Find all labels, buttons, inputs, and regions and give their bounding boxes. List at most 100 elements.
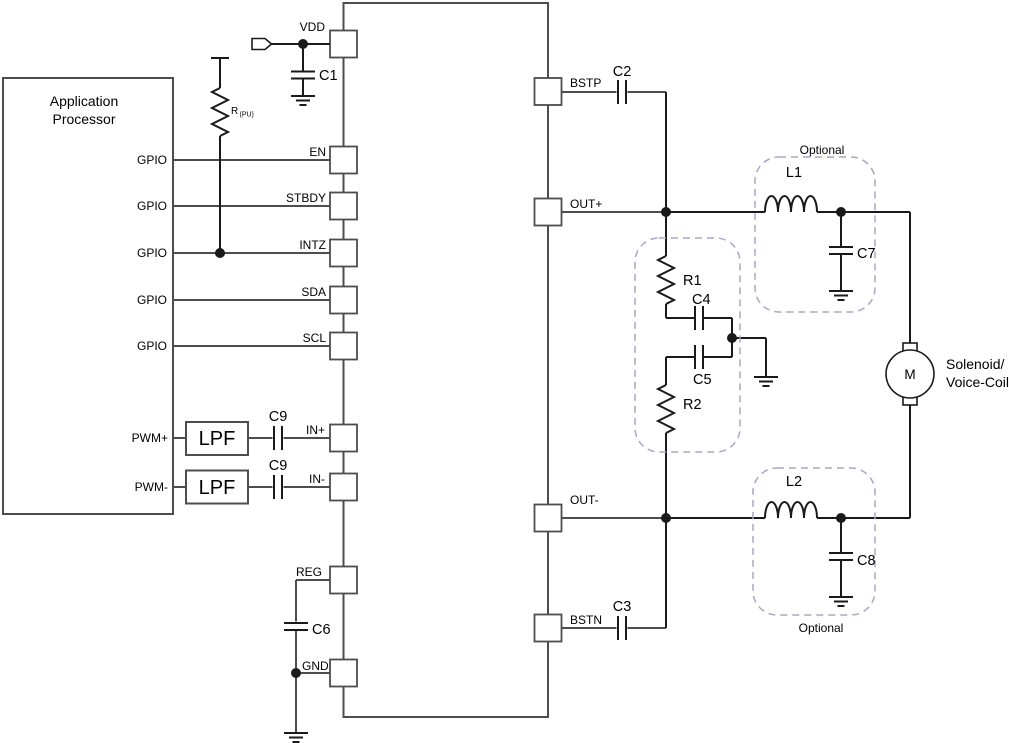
out-plus-run <box>666 211 911 343</box>
capacitor-c6 <box>284 622 308 631</box>
ground-symbol-gnd <box>284 732 308 743</box>
capacitor-c5 <box>694 345 704 369</box>
optional-label-bottom: Optional <box>799 621 844 635</box>
pin-pad-bstp <box>533 77 563 106</box>
pin-label-in-plus: IN+ <box>306 423 325 437</box>
pin-label-out-minus: OUT- <box>570 493 599 507</box>
component-label-c5: C5 <box>693 372 712 388</box>
pin-pad-sda <box>329 285 358 315</box>
ap-title-line2: Processor <box>52 111 115 127</box>
pin-label-bstp: BSTP <box>570 76 601 90</box>
junction-dot <box>291 668 301 678</box>
component-label-c4: C4 <box>692 292 711 308</box>
application-processor-box <box>2 77 174 515</box>
pin-pad-vdd <box>329 29 358 59</box>
pin-pad-reg <box>329 565 358 595</box>
motor-symbol <box>885 342 935 406</box>
component-label-c1: C1 <box>319 68 338 84</box>
signal-wires <box>173 91 666 732</box>
motor-circle <box>885 349 935 399</box>
component-label-r1: R1 <box>683 273 702 289</box>
junction-dot <box>215 248 225 258</box>
optional-box-bottom <box>752 467 876 616</box>
pin-label-stbdy: STBDY <box>286 191 326 205</box>
ground-symbol-c8 <box>829 596 853 607</box>
driver-ic-outline <box>342 2 549 718</box>
component-label-rpu: R <box>231 106 238 117</box>
pin-pad-scl <box>329 331 358 361</box>
pin-label-reg: REG <box>296 565 322 579</box>
component-label-c6: C6 <box>312 622 331 638</box>
lpf-label-top: LPF <box>199 428 236 450</box>
capacitor-c2 <box>617 80 627 104</box>
pin-label-scl: SCL <box>303 331 327 345</box>
optional-label-top: Optional <box>800 143 845 157</box>
pin-label-en: EN <box>309 145 326 159</box>
pin-pad-out-minus <box>533 503 563 533</box>
pin-label-out-plus: OUT+ <box>570 197 602 211</box>
junction-dot <box>836 207 846 217</box>
pin-label-sda: SDA <box>301 285 326 299</box>
inductor-l1 <box>764 195 818 213</box>
ic-pin-pads <box>329 29 563 688</box>
snubber-vertical-wire <box>665 92 767 628</box>
component-label-rpu-sub: (PU) <box>240 112 254 119</box>
ap-port-gpio-1: GPIO <box>137 153 167 167</box>
pin-pad-en <box>329 145 358 175</box>
pin-label-intz: INTZ <box>299 238 326 252</box>
pin-pad-out-plus <box>533 197 563 227</box>
ground-symbol-snubber <box>754 376 778 387</box>
ap-port-gpio-2: GPIO <box>137 199 167 213</box>
component-label-c2: C2 <box>613 64 632 80</box>
junction-dot <box>836 513 846 523</box>
component-label-l1: L1 <box>786 165 802 181</box>
pin-label-vdd: VDD <box>300 20 326 34</box>
capacitor-c9-bottom <box>273 475 283 499</box>
junction-dot <box>298 39 308 49</box>
junction-dot <box>661 513 671 523</box>
capacitor-c9-top <box>273 426 283 450</box>
pin-pad-in-plus <box>329 423 358 453</box>
component-label-c7: C7 <box>857 246 876 262</box>
resistor-rpu <box>209 87 231 137</box>
pin-label-bstn: BSTN <box>570 613 602 627</box>
ap-port-gpio-4: GPIO <box>137 293 167 307</box>
component-label-c9-bottom: C9 <box>269 458 288 474</box>
load-label-line1: Solenoid/ <box>946 356 1004 372</box>
component-label-c3: C3 <box>613 599 632 615</box>
resistor-r2 <box>655 384 677 434</box>
capacitor-c8 <box>829 552 853 561</box>
pin-pad-bstn <box>533 613 563 643</box>
pin-pad-gnd <box>329 658 358 688</box>
ap-port-gpio-3: GPIO <box>137 246 167 260</box>
ap-title-line1: Application <box>50 93 119 109</box>
pin-pad-intz <box>329 238 358 268</box>
lpf-label-bottom: LPF <box>199 477 236 499</box>
component-label-l2: L2 <box>786 474 802 490</box>
ap-port-pwm-minus: PWM- <box>135 480 168 494</box>
component-label-c8: C8 <box>857 553 876 569</box>
capacitor-c1 <box>291 70 315 80</box>
component-label-c9-top: C9 <box>269 409 288 425</box>
pin-pad-stbdy <box>329 191 358 221</box>
capacitor-c3 <box>617 616 627 640</box>
ap-port-gpio-5: GPIO <box>137 339 167 353</box>
junction-dot <box>727 333 737 343</box>
out-minus-run <box>666 404 911 519</box>
pin-label-in-minus: IN- <box>309 472 325 486</box>
ground-symbol-c7 <box>829 290 853 301</box>
junction-dots <box>215 39 846 678</box>
capacitor-c4 <box>694 306 704 330</box>
junction-dot <box>661 207 671 217</box>
optional-regions <box>634 156 876 616</box>
ap-port-pwm-plus: PWM+ <box>132 431 168 445</box>
motor-label: M <box>904 367 915 382</box>
pin-pad-in-minus <box>329 472 358 502</box>
capacitor-c7 <box>829 246 853 255</box>
optional-box-top <box>754 156 876 313</box>
snubber-dashed-box <box>634 237 741 453</box>
ground-symbol-c1 <box>291 95 315 106</box>
pin-label-gnd: GND <box>302 659 329 673</box>
load-label-line2: Voice-Coil <box>946 374 1009 390</box>
